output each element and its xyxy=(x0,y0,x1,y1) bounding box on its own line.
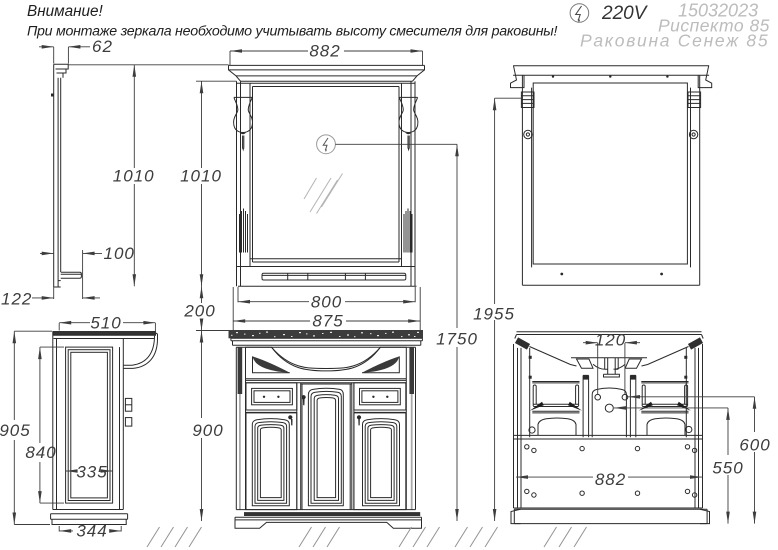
svg-text:120: 120 xyxy=(595,331,626,350)
svg-text:1955: 1955 xyxy=(473,305,515,324)
svg-text:900: 900 xyxy=(192,421,223,440)
svg-text:220V: 220V xyxy=(601,3,649,24)
svg-text:1010: 1010 xyxy=(180,167,222,186)
svg-text:882: 882 xyxy=(309,42,340,61)
svg-text:344: 344 xyxy=(76,522,107,541)
svg-text:600: 600 xyxy=(739,436,770,455)
svg-text:550: 550 xyxy=(712,459,743,478)
svg-text:510: 510 xyxy=(90,314,121,333)
svg-text:Внимание!: Внимание! xyxy=(27,3,104,20)
svg-text:62: 62 xyxy=(92,37,113,56)
svg-text:200: 200 xyxy=(183,302,215,321)
svg-text:840: 840 xyxy=(25,443,56,462)
svg-text:100: 100 xyxy=(104,244,135,263)
svg-text:875: 875 xyxy=(312,312,343,331)
svg-text:882: 882 xyxy=(595,470,626,489)
svg-text:905: 905 xyxy=(0,421,31,440)
svg-text:Раковина Сенеж 85: Раковина Сенеж 85 xyxy=(580,31,769,51)
svg-text:800: 800 xyxy=(311,293,342,312)
svg-text:15032023: 15032023 xyxy=(678,1,758,21)
svg-text:1010: 1010 xyxy=(113,167,155,186)
svg-text:335: 335 xyxy=(76,463,107,482)
svg-text:1750: 1750 xyxy=(436,330,478,349)
svg-text:122: 122 xyxy=(1,290,32,309)
svg-text:При монтаже зеркала необходимо: При монтаже зеркала необходимо учитывать… xyxy=(27,24,557,40)
svg-text:Риспекто 85: Риспекто 85 xyxy=(658,16,770,36)
